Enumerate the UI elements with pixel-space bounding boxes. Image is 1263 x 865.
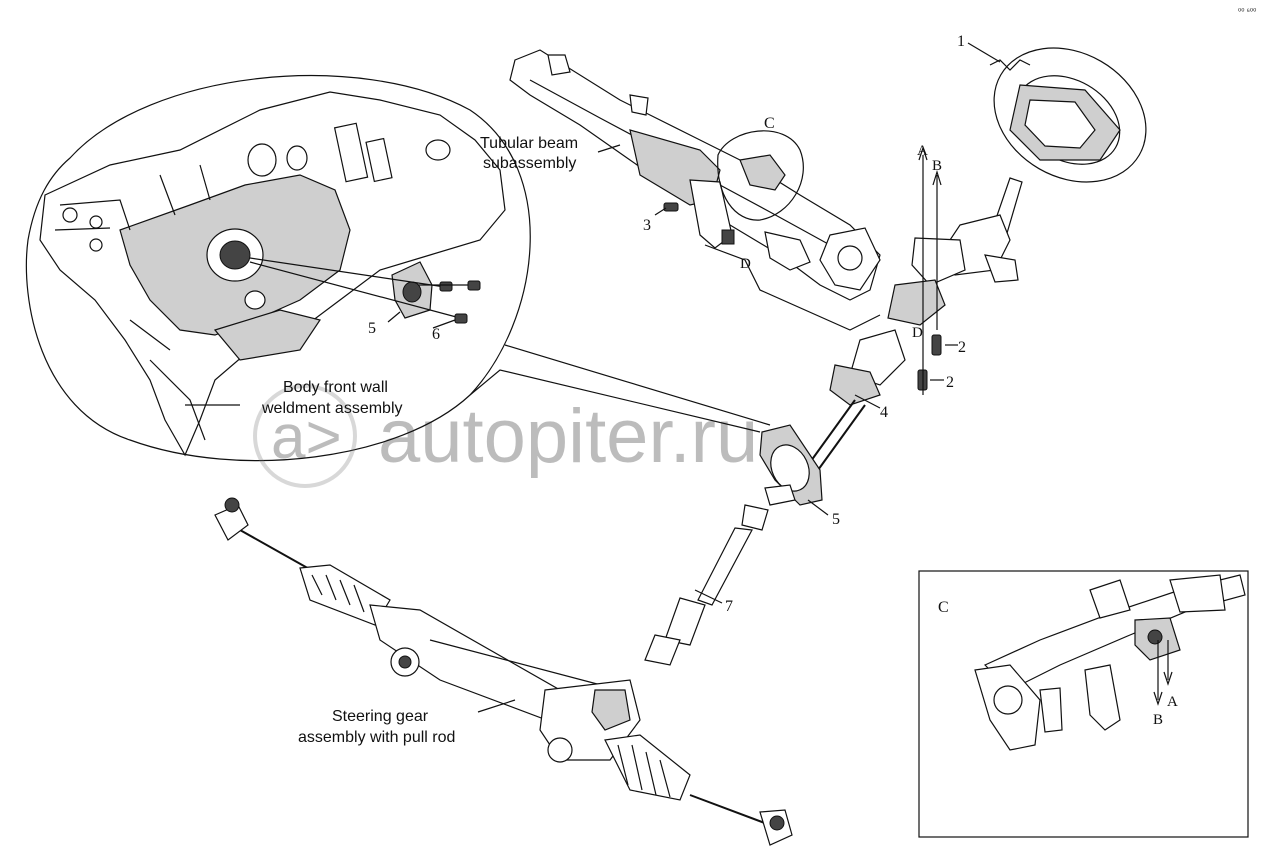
inset-leader-line — [504, 344, 771, 426]
part-number-1: 1 — [957, 33, 965, 50]
component-labels: Tubular beam subassembly Body front wall… — [261, 135, 578, 746]
label-body-front-line2: weldment assembly — [261, 400, 403, 417]
seal-plate-drawing — [759, 424, 823, 506]
leader-lines — [185, 42, 1001, 713]
part-number-5-main: 5 — [832, 511, 840, 528]
tubular-beam-drawing — [509, 49, 881, 331]
label-steering-gear-line2: assembly with pull rod — [298, 729, 455, 746]
part-number-7: 7 — [725, 598, 733, 615]
watermark-text: autopiter.ru — [378, 394, 758, 479]
detail-c-box — [918, 570, 1249, 838]
view-letter-c-box: C — [938, 599, 949, 616]
part-number-2a: 2 — [958, 339, 966, 356]
part-number-4: 4 — [880, 404, 888, 421]
steering-wheel-drawing — [989, 47, 1147, 183]
corner-mark: ⁰⁰ ⁶⁰⁰ — [1238, 7, 1256, 16]
part-number-5-detail: 5 — [368, 320, 376, 337]
steering-gear-drawing — [214, 497, 793, 846]
watermark-logo-mark: a> — [271, 403, 342, 472]
view-letter-c-circle: C — [764, 115, 775, 132]
intermediate-shaft-drawing — [644, 504, 769, 666]
label-tubular-beam-line1: Tubular beam — [480, 135, 578, 152]
part-number-3: 3 — [643, 217, 651, 234]
part-number-2b: 2 — [946, 374, 954, 391]
inset-leader-line-2 — [469, 369, 761, 433]
label-body-front-line1: Body front wall — [283, 379, 388, 396]
view-letter-d-top: D — [912, 325, 923, 341]
label-tubular-beam-line2: subassembly — [483, 155, 576, 172]
label-steering-gear-line1: Steering gear — [332, 708, 429, 725]
part-numbers: 1 2 2 3 4 5 5 6 7 — [368, 33, 966, 615]
steering-column-drawing — [789, 146, 1023, 496]
view-letter-d-beam: D — [740, 256, 751, 272]
view-letter-a-box: A — [1167, 694, 1178, 710]
view-letter-a-top: A — [917, 143, 928, 159]
view-letter-b-top: B — [932, 158, 942, 174]
view-letters: C C A B D D A B — [740, 115, 1178, 728]
body-front-wall-inset — [25, 75, 531, 462]
part-number-6: 6 — [432, 326, 440, 343]
watermark: a> autopiter.ru — [253, 384, 758, 488]
view-letter-b-box: B — [1153, 712, 1163, 728]
